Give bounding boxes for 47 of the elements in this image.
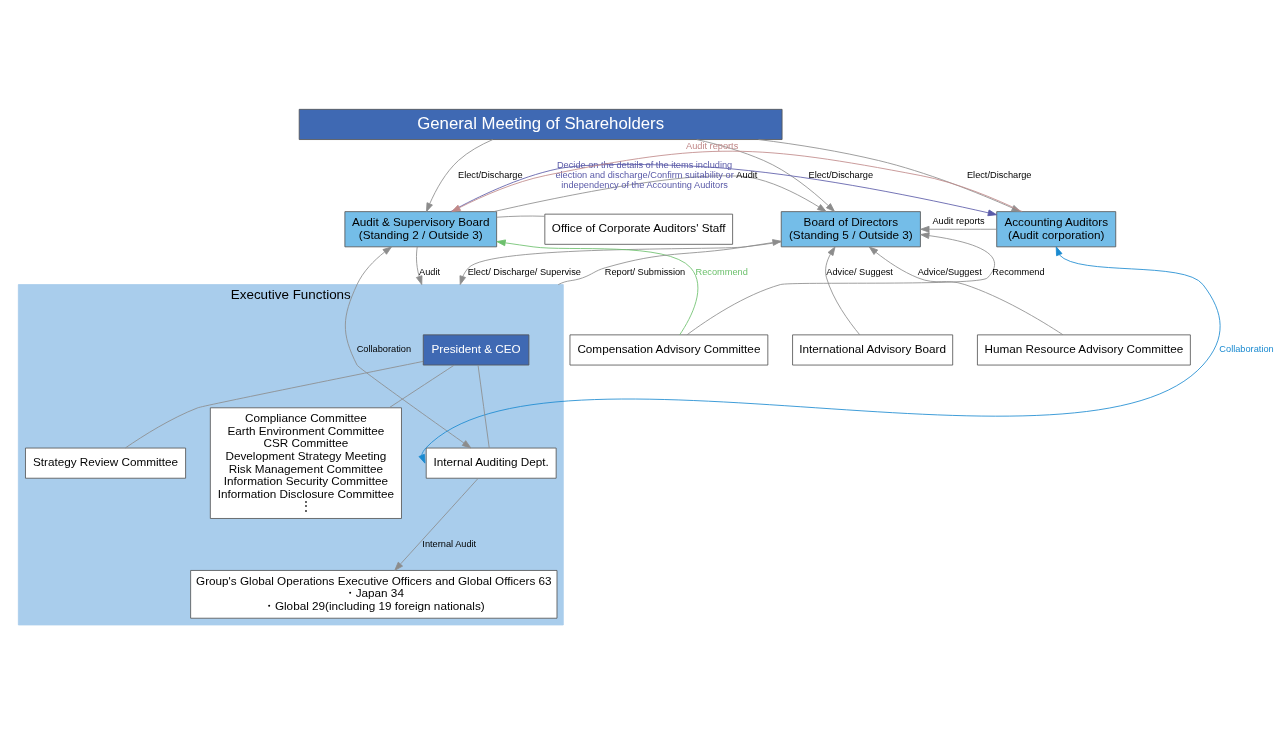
node-box: Group's Global Operations Executive Officers and Global Officers 63 ・Japan 34 ・Global 29(including 19 foreign nationals) bbox=[190, 569, 558, 619]
edge-label: Internal Audit bbox=[422, 538, 477, 549]
connector bbox=[496, 215, 546, 218]
arrow bbox=[415, 245, 423, 285]
node-box: Office of Corporate Auditors' Staff bbox=[544, 213, 734, 245]
arrow bbox=[418, 245, 1221, 464]
edge-label: Audit bbox=[736, 169, 758, 180]
edge-label: Advice/Suggest bbox=[917, 266, 982, 277]
arrow bbox=[450, 163, 997, 216]
edge-label: Advice/ Suggest bbox=[826, 266, 893, 277]
node-box: Human Resource Advisory Committee bbox=[977, 333, 1191, 365]
node-box: Audit & Supervisory Board (Standing 2 / Outside 3) bbox=[344, 210, 498, 247]
edge-label: Elect/Discharge bbox=[966, 169, 1032, 180]
connector bbox=[125, 360, 424, 448]
edge-label: Report/ Submission bbox=[604, 266, 686, 277]
arrow bbox=[344, 246, 472, 448]
node-box: Strategy Review Committee bbox=[25, 447, 186, 479]
arrow bbox=[557, 238, 782, 285]
arrow bbox=[696, 138, 835, 212]
arrow bbox=[459, 241, 782, 285]
edge-label: Collaboration bbox=[356, 343, 412, 354]
arrow bbox=[868, 246, 1064, 335]
node-box: General Meeting of Shareholders bbox=[298, 108, 783, 140]
arrow bbox=[426, 138, 494, 212]
edge-label: Elect/Discharge bbox=[808, 169, 874, 180]
edge-label: Recommend bbox=[992, 266, 1045, 277]
node-box: Compensation Advisory Committee bbox=[569, 333, 769, 365]
node-box: Internal Auditing Dept. bbox=[425, 447, 557, 479]
arrow bbox=[394, 477, 479, 571]
edge-label: Elect/Discharge bbox=[458, 169, 523, 180]
node-box: Accounting Auditors (Audit corporation) bbox=[996, 210, 1117, 247]
edge-label: Elect/ Discharge/ Supervise bbox=[467, 266, 581, 277]
edge-label: Recommend bbox=[695, 266, 748, 277]
node-box: Board of Directors (Standing 5 / Outside 3) bbox=[780, 210, 921, 247]
arrow bbox=[920, 225, 997, 233]
edge-label: Audit bbox=[419, 266, 441, 277]
node-box: President & CEO bbox=[422, 333, 530, 365]
connector bbox=[388, 364, 455, 408]
connector bbox=[477, 364, 490, 448]
arrow bbox=[493, 174, 827, 212]
arrow bbox=[825, 246, 861, 335]
arrow bbox=[496, 239, 699, 335]
node-box: International Advisory Board bbox=[792, 333, 954, 365]
node-box: Compliance Committee Earth Environment Committee CSR Committee Development Strategy Meeting Risk Management Committee Information Security Committee Information Disclosure Committee ⋮ bbox=[209, 406, 402, 519]
edge-label: Collaboration bbox=[1219, 343, 1274, 354]
arrow bbox=[686, 231, 995, 335]
edge-label: Audit reports bbox=[932, 215, 985, 226]
